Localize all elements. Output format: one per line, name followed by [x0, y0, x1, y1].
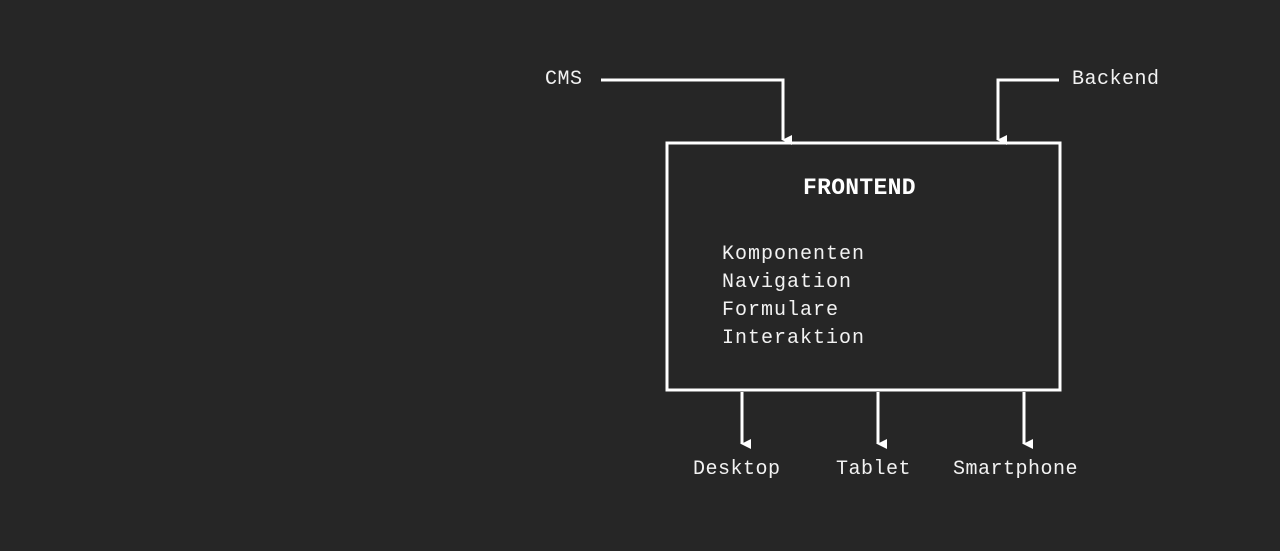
- frontend-box: [665, 141, 1062, 392]
- feature-item-interaktion: Interaktion: [722, 327, 866, 350]
- frontend-title: FRONTEND: [803, 175, 916, 201]
- backend-label: Backend: [1072, 68, 1160, 91]
- feature-item-navigation: Navigation: [722, 271, 853, 294]
- backend-connector: [996, 78, 1059, 145]
- desktop-label: Desktop: [693, 458, 781, 481]
- feature-item-formulare: Formulare: [722, 299, 840, 322]
- feature-item-komponenten: Komponenten: [722, 243, 866, 266]
- tablet-label: Tablet: [836, 458, 912, 481]
- cms-label: CMS: [545, 68, 583, 91]
- cms-connector: [601, 78, 792, 145]
- smartphone-label: Smartphone: [953, 458, 1079, 481]
- feature-list: Komponenten Navigation Formulare Interak…: [722, 241, 865, 353]
